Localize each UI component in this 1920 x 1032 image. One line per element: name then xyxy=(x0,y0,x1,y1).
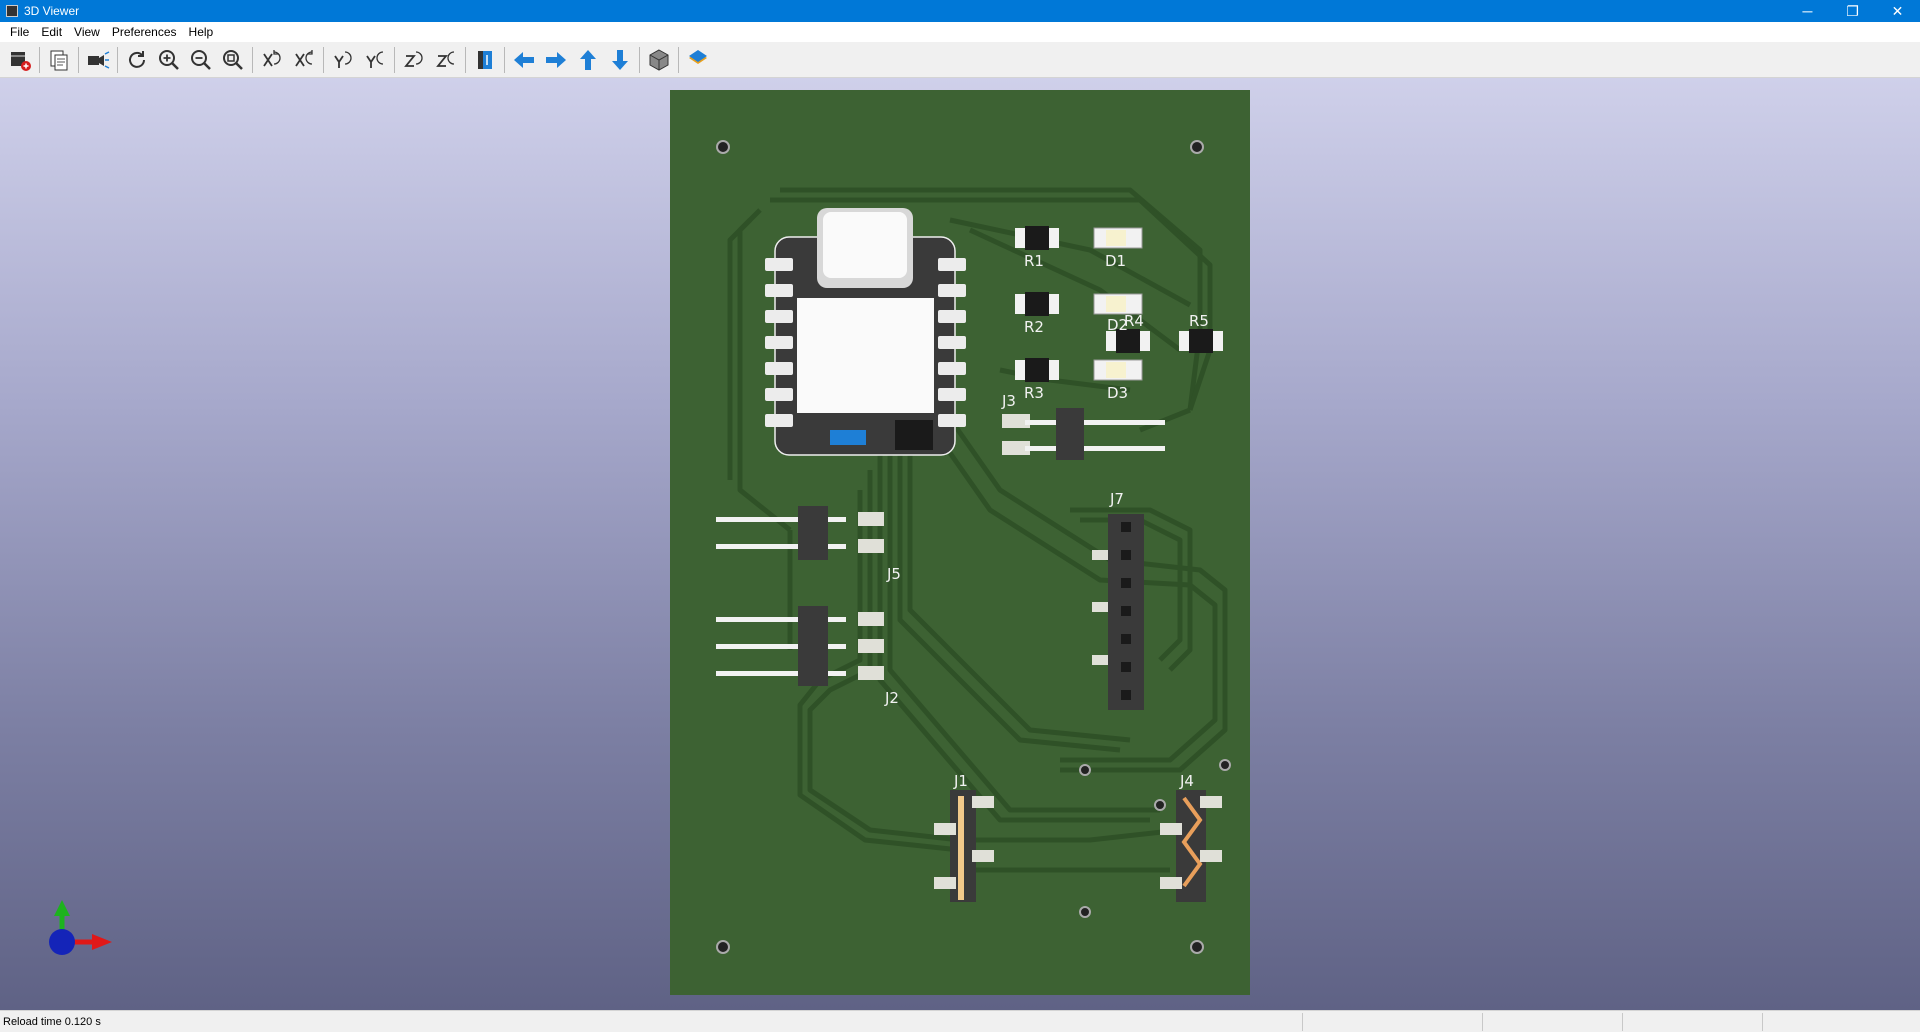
rotate-z-cw-button[interactable] xyxy=(399,45,429,75)
toolbar-separator xyxy=(678,46,679,73)
ref-label: J5 xyxy=(886,565,901,583)
toolbar-separator xyxy=(252,46,253,73)
refresh-button[interactable] xyxy=(122,45,152,75)
connector-j2 xyxy=(716,606,884,686)
rotate-z-ccw-icon xyxy=(436,50,455,67)
ref-label: J3 xyxy=(1001,392,1016,410)
ref-label: D1 xyxy=(1105,252,1126,270)
status-pane xyxy=(1482,1012,1622,1031)
zoom-fit-icon xyxy=(223,49,243,70)
led-components xyxy=(1093,227,1143,381)
ref-label: R5 xyxy=(1189,312,1209,330)
rotate-x-ccw-button[interactable] xyxy=(289,45,319,75)
flip-board-icon xyxy=(478,50,492,69)
zoom-out-icon xyxy=(191,49,211,70)
rotate-z-cw-icon xyxy=(404,50,423,67)
maximize-button[interactable]: ❐ xyxy=(1846,2,1859,19)
pcb-board: R1 D1 R2 D2 R4 R5 R3 D3 J3 J7 J5 J2 J1 J… xyxy=(670,90,1250,995)
copy-image-icon xyxy=(50,50,68,70)
axis-indicator xyxy=(49,900,112,955)
resistor-components xyxy=(1015,226,1223,382)
menu-view[interactable]: View xyxy=(74,25,100,39)
ortho-toggle-icon xyxy=(649,48,669,71)
ref-label: D3 xyxy=(1107,384,1128,402)
menu-preferences[interactable]: Preferences xyxy=(111,25,177,39)
window-title: 3D Viewer xyxy=(24,4,80,18)
copy-image-button[interactable] xyxy=(44,45,74,75)
raytrace-icon xyxy=(88,50,110,69)
pan-down-button[interactable] xyxy=(605,45,635,75)
app-icon xyxy=(6,5,18,17)
pan-down-icon xyxy=(612,49,628,70)
menu-edit[interactable]: Edit xyxy=(41,25,63,39)
zoom-out-button[interactable] xyxy=(186,45,216,75)
reload-board-button[interactable] xyxy=(5,45,35,75)
toolbar-separator xyxy=(639,46,640,73)
title-bar: 3D Viewer ─ ❐ ✕ xyxy=(0,0,1920,22)
status-pane xyxy=(1622,1012,1762,1031)
connector-j1 xyxy=(934,790,994,902)
rotate-x-ccw-icon xyxy=(295,49,313,66)
connector-j4 xyxy=(1160,790,1222,902)
rotate-y-cw-button[interactable] xyxy=(328,45,358,75)
close-button[interactable]: ✕ xyxy=(1891,2,1904,19)
ref-label: R1 xyxy=(1024,252,1044,270)
toolbar-separator xyxy=(504,46,505,73)
connector-j5 xyxy=(716,506,884,560)
zoom-in-button[interactable] xyxy=(154,45,184,75)
rotate-x-cw-icon xyxy=(263,49,281,66)
mcu-module xyxy=(765,208,966,456)
pan-up-icon xyxy=(580,49,596,70)
pan-left-button[interactable] xyxy=(509,45,539,75)
zoom-fit-button[interactable] xyxy=(218,45,248,75)
status-bar: Reload time 0.120 s xyxy=(0,1010,1920,1032)
toolbar-separator xyxy=(323,46,324,73)
layers-button[interactable] xyxy=(683,45,713,75)
rotate-y-ccw-icon xyxy=(366,50,384,68)
pan-right-icon xyxy=(546,51,566,68)
3d-viewport[interactable]: R1 D1 R2 D2 R4 R5 R3 D3 J3 J7 J5 J2 J1 J… xyxy=(0,78,1920,1010)
raytrace-button[interactable] xyxy=(83,45,113,75)
ref-label: R2 xyxy=(1024,318,1044,336)
menu-help[interactable]: Help xyxy=(188,25,214,39)
pan-right-button[interactable] xyxy=(541,45,571,75)
toolbar xyxy=(0,42,1920,78)
toolbar-separator xyxy=(117,46,118,73)
ref-label: J2 xyxy=(884,689,899,707)
flip-board-button[interactable] xyxy=(470,45,500,75)
pan-left-icon xyxy=(514,51,534,68)
toolbar-separator xyxy=(465,46,466,73)
menu-bar: File Edit View Preferences Help xyxy=(0,22,1920,42)
toolbar-separator xyxy=(78,46,79,73)
refresh-icon xyxy=(129,50,145,68)
ref-label: J1 xyxy=(953,772,968,790)
status-pane xyxy=(1762,1012,1920,1031)
rotate-y-cw-icon xyxy=(334,50,352,68)
status-text: Reload time 0.120 s xyxy=(3,1015,101,1028)
layers-icon xyxy=(689,49,707,64)
status-pane xyxy=(1302,1012,1482,1031)
rotate-z-ccw-button[interactable] xyxy=(431,45,461,75)
toolbar-separator xyxy=(394,46,395,73)
rotate-x-cw-button[interactable] xyxy=(257,45,287,75)
zoom-in-icon xyxy=(159,49,179,70)
toolbar-separator xyxy=(39,46,40,73)
ortho-toggle-button[interactable] xyxy=(644,45,674,75)
rotate-y-ccw-button[interactable] xyxy=(360,45,390,75)
menu-file[interactable]: File xyxy=(10,25,30,39)
reload-board-icon xyxy=(11,51,31,71)
ref-label: R3 xyxy=(1024,384,1044,402)
connector-j3 xyxy=(1002,408,1165,460)
ref-label: R4 xyxy=(1124,312,1144,330)
connector-j7 xyxy=(1092,514,1144,710)
minimize-button[interactable]: ─ xyxy=(1802,3,1813,19)
ref-label: D2 xyxy=(1107,316,1128,334)
ref-label: J4 xyxy=(1179,772,1194,790)
pan-up-button[interactable] xyxy=(573,45,603,75)
ref-label: J7 xyxy=(1109,490,1124,508)
